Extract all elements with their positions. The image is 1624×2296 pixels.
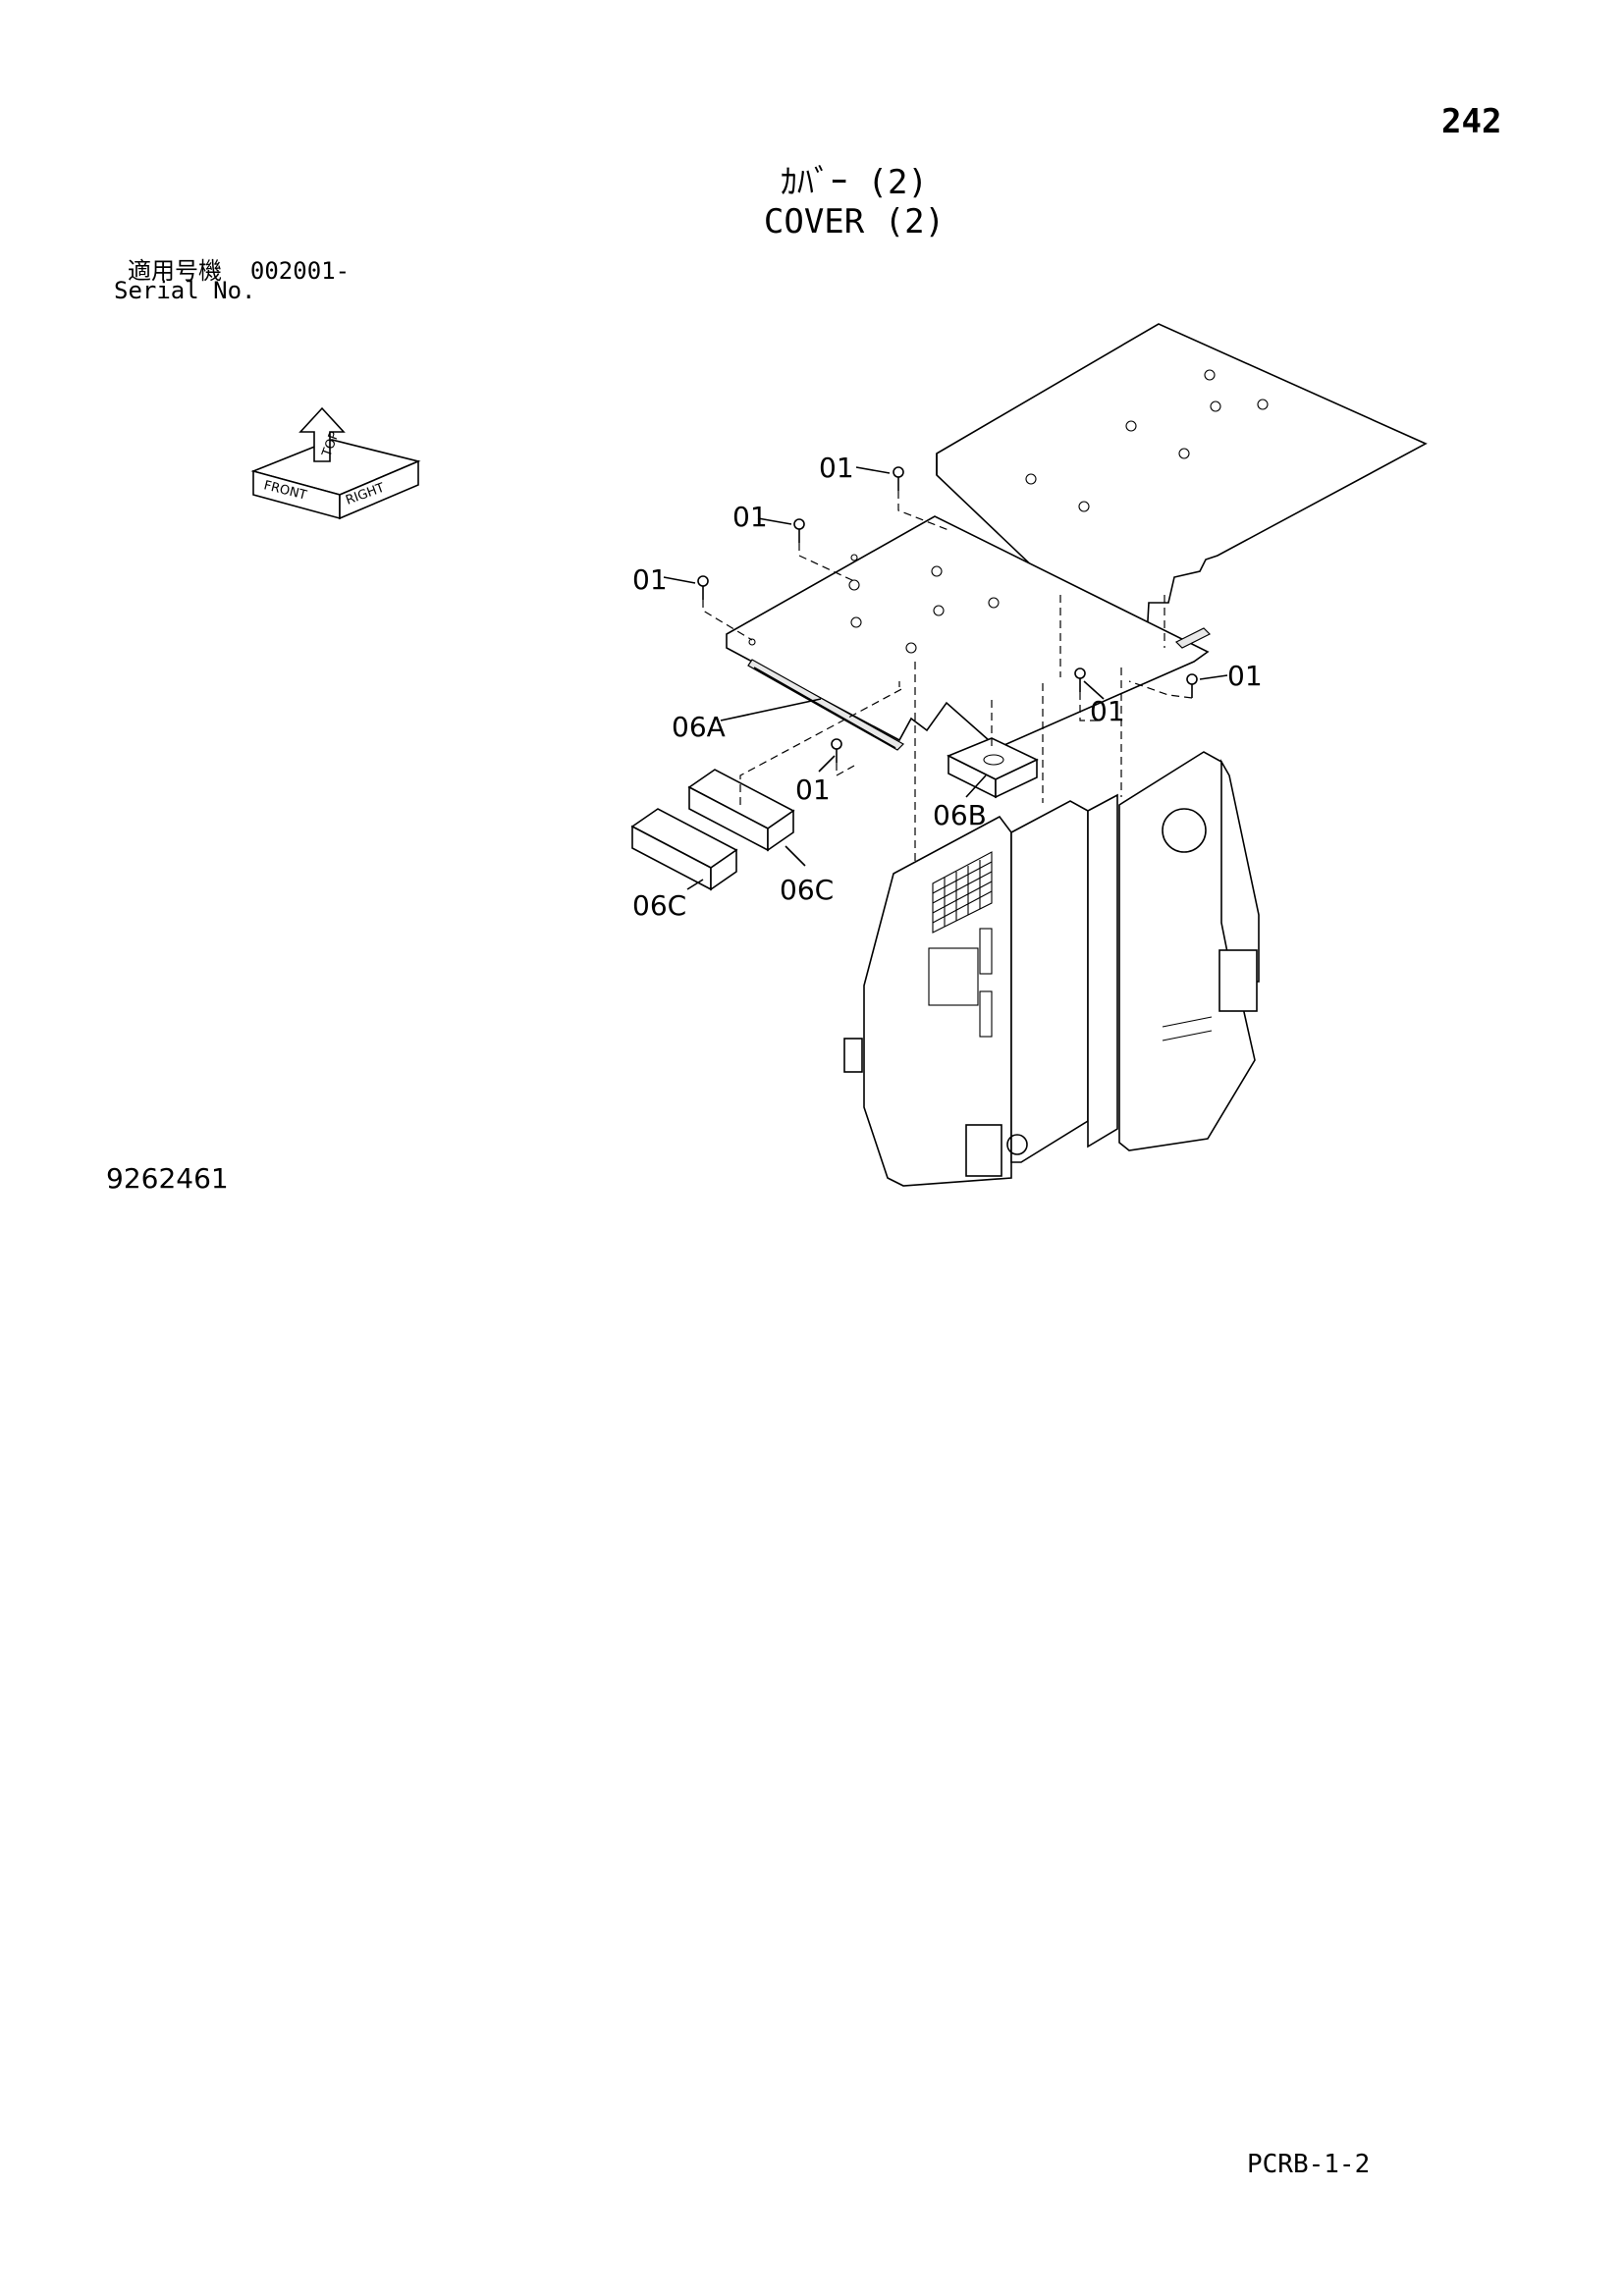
callout-label: 06B xyxy=(933,799,987,831)
leader-line xyxy=(757,517,792,525)
assembly-line xyxy=(1128,680,1193,699)
callout-label: 01 xyxy=(795,774,831,806)
assembly-line xyxy=(836,763,855,777)
frame-body xyxy=(843,751,1260,1187)
callout-label: 01 xyxy=(632,563,668,596)
bolt-icon xyxy=(793,518,805,543)
serial-applicability: 適用号機 002001- xyxy=(128,251,350,286)
assembly-line xyxy=(798,543,855,582)
callout-label: 01 xyxy=(819,452,854,484)
leader-line xyxy=(720,698,822,721)
bolt-icon xyxy=(697,575,709,600)
assembly-line xyxy=(897,491,949,531)
side-strip xyxy=(1174,627,1212,649)
leader-line xyxy=(785,845,806,867)
footer-code: PCRB-1-2 xyxy=(1247,2150,1371,2179)
bolt-icon xyxy=(1186,673,1198,698)
callout-label: 06C xyxy=(632,889,686,922)
leader-line xyxy=(818,755,836,773)
leader-line xyxy=(686,879,704,890)
callout-label: 01 xyxy=(1227,660,1263,692)
leader-line xyxy=(965,774,987,798)
orientation-indicator-icon: FRONT RIGHT TOP xyxy=(250,406,421,520)
page-number: 242 xyxy=(1441,102,1502,141)
seal-strip-06a xyxy=(747,659,904,751)
pad-block-06c-lower xyxy=(630,808,738,891)
assembly-line xyxy=(702,600,753,641)
assembly-line xyxy=(739,686,906,805)
bolt-icon xyxy=(893,466,904,491)
title-english: COVER (2) xyxy=(763,202,946,241)
leader-line xyxy=(1199,674,1228,680)
serial-label-en: Serial No. xyxy=(114,277,256,304)
leader-line xyxy=(855,466,891,474)
callout-label: 06A xyxy=(672,711,726,743)
leader-line xyxy=(1083,680,1105,700)
assembly-line xyxy=(1079,692,1098,721)
spacer-block-06b xyxy=(947,737,1039,799)
bolt-icon xyxy=(831,738,842,763)
vent-grille xyxy=(932,851,993,934)
serial-range: 002001- xyxy=(249,257,351,285)
serial-label-jp: 適用号機 xyxy=(128,257,222,285)
callout-label: 06C xyxy=(780,874,834,906)
bolt-icon xyxy=(1074,667,1086,692)
leader-line xyxy=(663,576,696,584)
title-japanese: ｶﾊﾞｰ (2) xyxy=(781,163,928,202)
callout-label: 01 xyxy=(1090,695,1125,727)
callout-label: 01 xyxy=(732,501,768,533)
figure-number: 9262461 xyxy=(106,1162,229,1195)
pad-block-06c-upper xyxy=(687,769,795,852)
